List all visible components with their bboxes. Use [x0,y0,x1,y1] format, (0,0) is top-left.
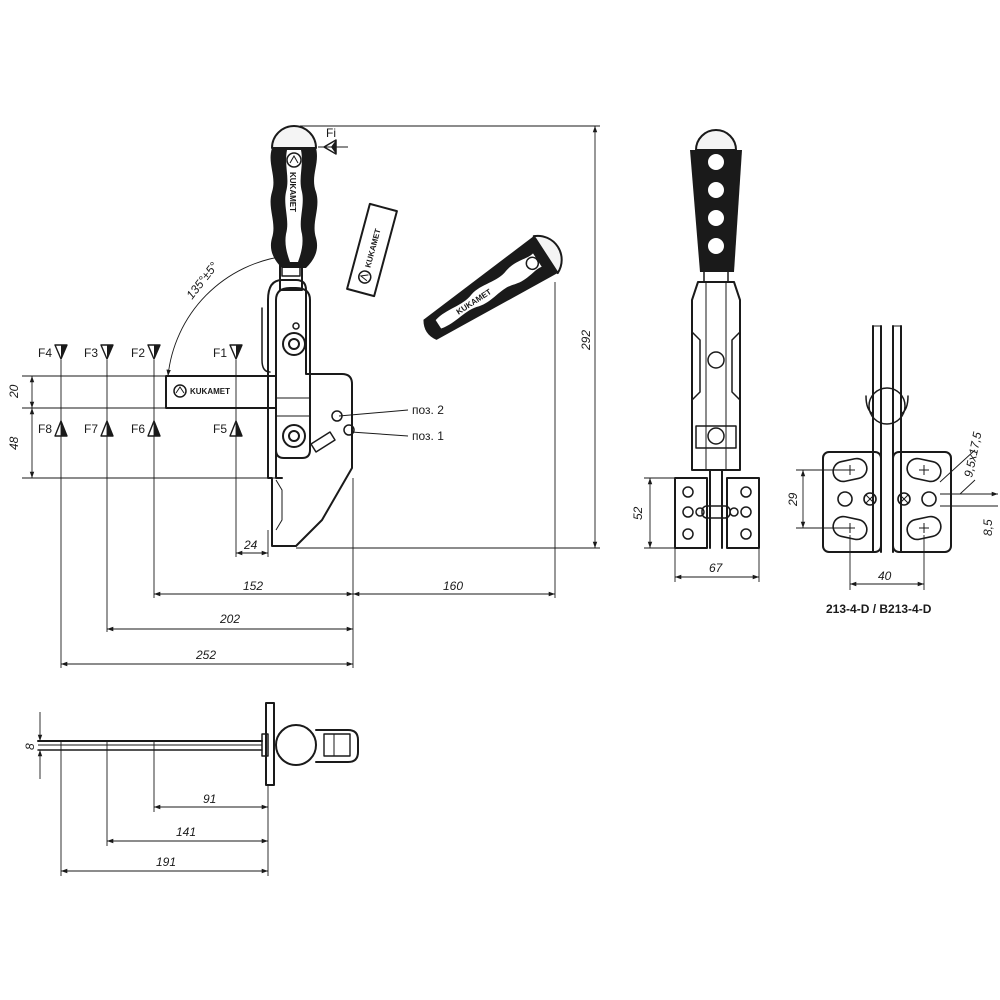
top-dimensions: 8 91 141 191 [23,712,269,876]
main-dimensions: 20 48 24 152 160 202 252 292 [7,125,600,668]
side-flange-left [674,477,708,549]
base-plate-left [822,451,882,553]
force-fi: Fi [318,126,348,155]
svg-text:F1: F1 [213,346,227,360]
base-plate-right [892,451,952,553]
svg-text:F6: F6 [131,422,145,436]
front-view: KUKAMET KUKAMET [165,125,355,547]
dim-202: 202 [219,612,240,626]
label-plate-brand: KUKAMET [363,228,382,269]
handle-brand-text: KUKAMET [288,172,297,212]
dim-40: 40 [878,569,892,583]
top-view [37,702,359,786]
svg-text:F7: F7 [84,422,98,436]
model-label: 213-4-D / B213-4-D [826,602,932,616]
force-f7: F7 [84,420,114,437]
side-flange-right [726,477,760,549]
handle-knob [271,125,317,149]
base-plate-view [822,325,952,553]
pos2-label: поз. 2 [412,403,444,417]
dim-29: 29 [786,492,800,507]
force-f6: F6 [131,420,161,437]
svg-text:F5: F5 [213,422,227,436]
dim-191: 191 [156,855,176,869]
dim-292: 292 [579,330,593,351]
svg-text:F3: F3 [84,346,98,360]
dim-slot: 9,5x17,5 [961,430,984,478]
dim-24: 24 [243,538,258,552]
dim-8: 8 [23,743,37,750]
force-f3: F3 [84,344,114,360]
force-f4: F4 [38,344,68,360]
spindle-logo: KUKAMET [173,384,230,398]
force-f1: F1 [213,344,243,360]
dim-141: 141 [176,825,196,839]
dim-152: 152 [243,579,263,593]
rotated-handle: KUKAMET [423,234,563,340]
dim-91: 91 [203,792,216,806]
svg-text:F2: F2 [131,346,145,360]
force-f8: F8 [38,420,68,437]
force-f2: F2 [131,344,161,360]
dim-160: 160 [443,579,463,593]
side-view [674,129,760,549]
spindle-brand-text: KUKAMET [190,387,230,396]
side-dimensions: 52 67 [631,477,760,582]
dim-67: 67 [709,561,724,575]
dim-20: 20 [7,384,21,399]
top-pivot [275,724,317,766]
svg-text:F4: F4 [38,346,52,360]
pos1-label: поз. 1 [412,429,444,443]
svg-text:F8: F8 [38,422,52,436]
dim-52: 52 [631,506,645,520]
dim-252: 252 [195,648,216,662]
force-fi-label: Fi [326,126,336,140]
top-flange [265,702,275,786]
dim-8-5: 8,5 [981,519,995,536]
angle-label: 135°±5° [183,259,221,302]
position-leaders: поз. 2 поз. 1 [338,403,444,443]
dim-48: 48 [7,436,21,450]
force-f5: F5 [213,420,243,437]
label-plate: KUKAMET [346,202,398,298]
